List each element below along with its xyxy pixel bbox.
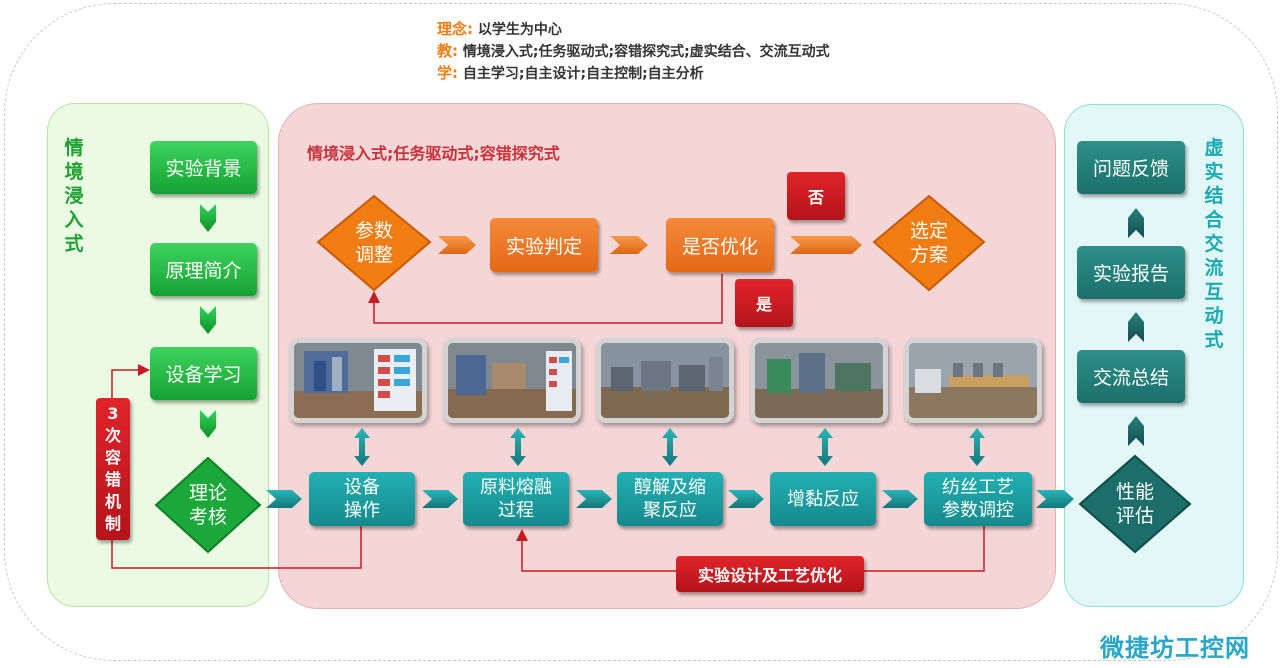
spinning-process-screenshot[interactable]	[904, 338, 1042, 423]
right-chevron	[790, 236, 862, 254]
right-chevron	[728, 490, 764, 508]
diamond-line: 调整	[354, 244, 393, 266]
diamond-parameter-adjust	[316, 194, 432, 292]
concept-text: 情境浸入式;任务驱动式;容错探究式;虚实结合、交流互动式	[462, 44, 830, 60]
no-badge: 否	[787, 172, 845, 220]
melting-process-screenshot[interactable]	[443, 338, 581, 423]
parameter-adjust-label[interactable]: 参数调整	[336, 218, 412, 268]
optimize-decision-box[interactable]: 是否优化	[666, 218, 774, 272]
step-problem-feedback[interactable]: 问题反馈	[1077, 141, 1185, 194]
diamond-line: 参数	[354, 220, 393, 242]
feedback-line	[368, 274, 723, 324]
right-chevron	[438, 236, 476, 254]
process-alcoholysis-polycondensation[interactable]: 醇解及缩聚反应	[617, 472, 723, 526]
performance-eval-label[interactable]: 性能评估	[1095, 479, 1175, 529]
step-principle-intro[interactable]: 原理简介	[150, 243, 257, 296]
diamond-performance-eval	[1078, 454, 1192, 554]
process-viscosity-increase[interactable]: 增黏反应	[770, 472, 876, 526]
diamond-select-plan	[872, 194, 986, 292]
right-chevron	[422, 490, 458, 508]
middle-panel-title: 情境浸入式;任务驱动式;容错探究式	[307, 144, 560, 163]
equipment-operation-screenshot[interactable]	[289, 338, 427, 423]
process-line: 参数调控	[942, 500, 1014, 521]
right-chevron	[882, 490, 918, 508]
concept-text: 自主学习;自主设计;自主控制;自主分析	[462, 66, 704, 82]
diamond-line: 选定	[909, 220, 948, 242]
concept-key: 学:	[437, 64, 458, 82]
concept-line-learn: 学: 自主学习;自主设计;自主控制;自主分析	[437, 62, 704, 85]
left-panel-title: 情境浸入式	[64, 137, 84, 255]
diamond-line: 考核	[188, 506, 227, 528]
down-chevron	[200, 204, 216, 232]
process-equipment-operation[interactable]: 设备操作	[309, 472, 415, 526]
design-optimization-badge: 实验设计及工艺优化	[676, 556, 864, 592]
concept-key: 理念:	[437, 20, 473, 38]
step-exchange-summary[interactable]: 交流总结	[1077, 350, 1185, 403]
concept-text: 以学生为中心	[477, 22, 562, 38]
diamond-line: 方案	[909, 244, 948, 266]
down-chevron	[200, 410, 216, 438]
process-line: 聚反应	[643, 500, 697, 521]
experiment-judge-box[interactable]: 实验判定	[490, 218, 598, 272]
watermark-logo: 微捷坊工控网	[1100, 634, 1250, 662]
retry-mechanism-badge: 3次容错机制	[96, 398, 130, 540]
process-line: 醇解及缩	[634, 477, 706, 498]
diamond-line: 性能	[1115, 481, 1154, 503]
process-line: 原料熔融	[480, 477, 552, 498]
up-chevron	[1128, 208, 1144, 238]
process-line: 操作	[344, 500, 380, 521]
right-chevron	[1036, 490, 1074, 508]
retry-line	[111, 364, 362, 569]
up-chevron	[1128, 416, 1144, 446]
up-chevron	[1128, 312, 1144, 342]
select-plan-label[interactable]: 选定方案	[891, 218, 967, 268]
right-chevron	[576, 490, 612, 508]
viscosity-reaction-screenshot[interactable]	[750, 338, 888, 423]
process-line: 纺丝工艺	[942, 477, 1014, 498]
right-chevron	[610, 236, 648, 254]
step-experiment-background[interactable]: 实验背景	[150, 141, 257, 194]
outer-frame	[4, 3, 1278, 661]
concept-line-philosophy: 理念: 以学生为中心	[437, 18, 562, 41]
process-spinning-parameters[interactable]: 纺丝工艺参数调控	[924, 472, 1032, 526]
theory-exam-label[interactable]: 理论考核	[168, 480, 248, 530]
right-panel-title: 虚实结合交流互动式	[1204, 137, 1224, 351]
alcoholysis-screenshot[interactable]	[596, 338, 734, 423]
yes-badge: 是	[735, 279, 793, 327]
process-line: 设备	[344, 477, 380, 498]
double-arrow	[354, 428, 985, 466]
process-line: 增黏反应	[787, 488, 859, 510]
process-raw-material-melting[interactable]: 原料熔融过程	[463, 472, 569, 526]
diamond-line: 评估	[1115, 505, 1154, 527]
right-chevron	[266, 490, 302, 508]
process-line: 过程	[498, 500, 534, 521]
concept-key: 教:	[437, 42, 458, 60]
diamond-line: 理论	[188, 482, 227, 504]
down-chevron	[200, 306, 216, 334]
step-equipment-study[interactable]: 设备学习	[150, 347, 257, 400]
step-experiment-report[interactable]: 实验报告	[1077, 246, 1185, 299]
diamond-theory-exam	[154, 456, 262, 554]
concept-line-teach: 教: 情境浸入式;任务驱动式;容错探究式;虚实结合、交流互动式	[437, 40, 830, 63]
